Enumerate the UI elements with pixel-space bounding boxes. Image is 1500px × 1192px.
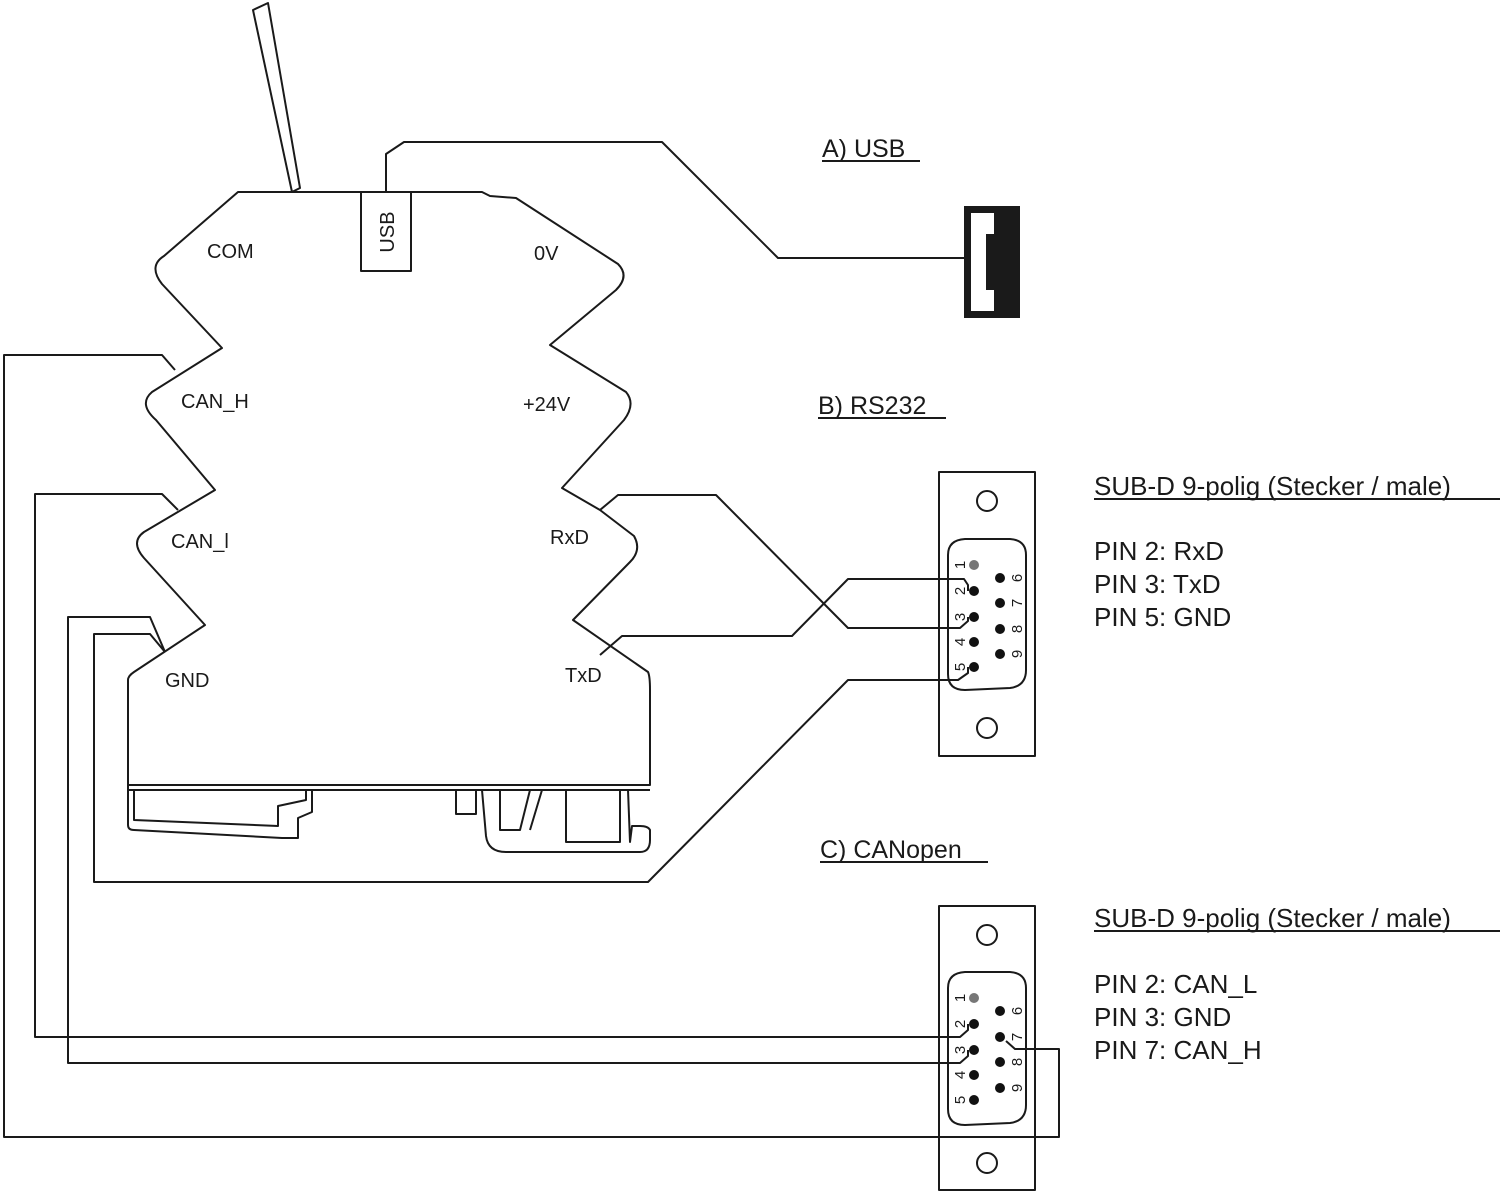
canopen-pins [969, 993, 1005, 1105]
rs232-pin-line-3: PIN 5: GND [1094, 602, 1231, 632]
rs232-pin-9 [995, 649, 1005, 659]
rs232-pin-numbers: 1 2 3 4 5 6 7 8 9 [952, 561, 1026, 671]
din-rail-slot-1 [455, 789, 477, 815]
terminal-gnd: GND [165, 670, 209, 692]
canopen-pin-number-3: 3 [952, 1046, 969, 1054]
rs232-pin-number-8: 8 [1009, 625, 1026, 633]
wire-txd [599, 578, 969, 656]
rs232-pin-line-1: PIN 2: RxD [1094, 536, 1224, 566]
rs232-pin-number-9: 9 [1009, 650, 1026, 658]
rs232-pin-number-7: 7 [1009, 599, 1026, 607]
canopen-pin-number-6: 6 [1009, 1007, 1026, 1015]
rs232-pin-7 [995, 598, 1005, 608]
canopen-connector-title: SUB-D 9-polig (Stecker / male) [1094, 903, 1451, 933]
canopen-pin-8 [995, 1057, 1005, 1067]
canopen-pin-number-1: 1 [952, 994, 969, 1002]
wire-rxd [599, 494, 969, 629]
canopen-pin-number-5: 5 [952, 1096, 969, 1104]
rs232-pin-8 [995, 624, 1005, 634]
canopen-pin-2 [969, 1019, 979, 1029]
canopen-pin-line-3: PIN 7: CAN_H [1094, 1035, 1262, 1065]
canopen-pin-3 [969, 1045, 979, 1055]
rs232-pin-3 [969, 612, 979, 622]
canopen-pin-7 [995, 1032, 1005, 1042]
terminal-txd: TxD [565, 665, 602, 687]
rs232-mount-hole-bottom [976, 717, 998, 739]
canopen-connector-shell [947, 971, 1027, 1126]
rs232-pin-4 [969, 637, 979, 647]
canopen-pin-1 [969, 993, 979, 1003]
terminal-0v: 0V [534, 243, 559, 265]
rs232-pin-2 [969, 586, 979, 596]
terminal-com: COM [207, 241, 254, 263]
canopen-pin-line-2: PIN 3: GND [1094, 1002, 1231, 1032]
canopen-subd-connector: 1 2 3 4 5 6 7 8 9 [938, 905, 1036, 1191]
canopen-pin-number-2: 2 [952, 1020, 969, 1028]
rs232-pin-number-3: 3 [952, 613, 969, 621]
usb-cable [385, 141, 964, 259]
canopen-mount-hole-top [976, 924, 998, 946]
wire-can-gnd [67, 616, 969, 1064]
wire-rs232-gnd [93, 633, 969, 883]
rs232-pin-line-2: PIN 3: TxD [1094, 569, 1221, 599]
rs232-pin-number-5: 5 [952, 663, 969, 671]
canopen-mount-hole-bottom [976, 1152, 998, 1174]
usb-plug-tongue [986, 213, 1013, 311]
din-rail-clip [481, 789, 651, 853]
section-canopen: C) CANopen [820, 836, 962, 864]
rs232-subd-connector: 1 2 3 4 5 6 7 8 9 [938, 471, 1036, 757]
canopen-pin-number-8: 8 [1009, 1058, 1026, 1066]
wire-can-l [34, 493, 969, 1038]
cable-strain-relief [252, 2, 301, 193]
wire-can-h [3, 354, 1060, 1138]
rs232-connector-shell [947, 538, 1027, 691]
rs232-pin-5 [969, 662, 979, 672]
canopen-pin-9 [995, 1083, 1005, 1093]
canopen-pin-5 [969, 1095, 979, 1105]
canopen-pin-6 [995, 1006, 1005, 1016]
terminal-plus24v: +24V [523, 394, 571, 416]
module-housing [127, 191, 651, 786]
terminal-can-h: CAN_H [181, 391, 249, 413]
rs232-pin-number-1: 1 [952, 561, 969, 569]
usb-port-label: USB [377, 211, 399, 252]
section-rs232: B) RS232 [818, 392, 926, 420]
rs232-pin-number-4: 4 [952, 638, 969, 646]
rs232-connector-title: SUB-D 9-polig (Stecker / male) [1094, 471, 1451, 501]
terminal-rxd: RxD [550, 527, 589, 549]
canopen-pin-number-9: 9 [1009, 1084, 1026, 1092]
rs232-pin-6 [995, 573, 1005, 583]
terminal-can-l: CAN_l [171, 531, 229, 553]
canopen-pin-line-1: PIN 2: CAN_L [1094, 969, 1257, 999]
section-usb: A) USB [822, 135, 905, 163]
rs232-connector-plate [938, 471, 1036, 757]
rs232-pins [969, 560, 1005, 672]
canopen-pin-number-7: 7 [1009, 1033, 1026, 1041]
rs232-pin-number-6: 6 [1009, 574, 1026, 582]
rs232-pin-number-2: 2 [952, 587, 969, 595]
din-rail-foot [127, 785, 313, 839]
canopen-pin-number-4: 4 [952, 1071, 969, 1079]
canopen-pin-numbers: 1 2 3 4 5 6 7 8 9 [952, 994, 1026, 1104]
rs232-mount-hole-top [976, 490, 998, 512]
rs232-pin-1 [969, 560, 979, 570]
canopen-pin-4 [969, 1070, 979, 1080]
